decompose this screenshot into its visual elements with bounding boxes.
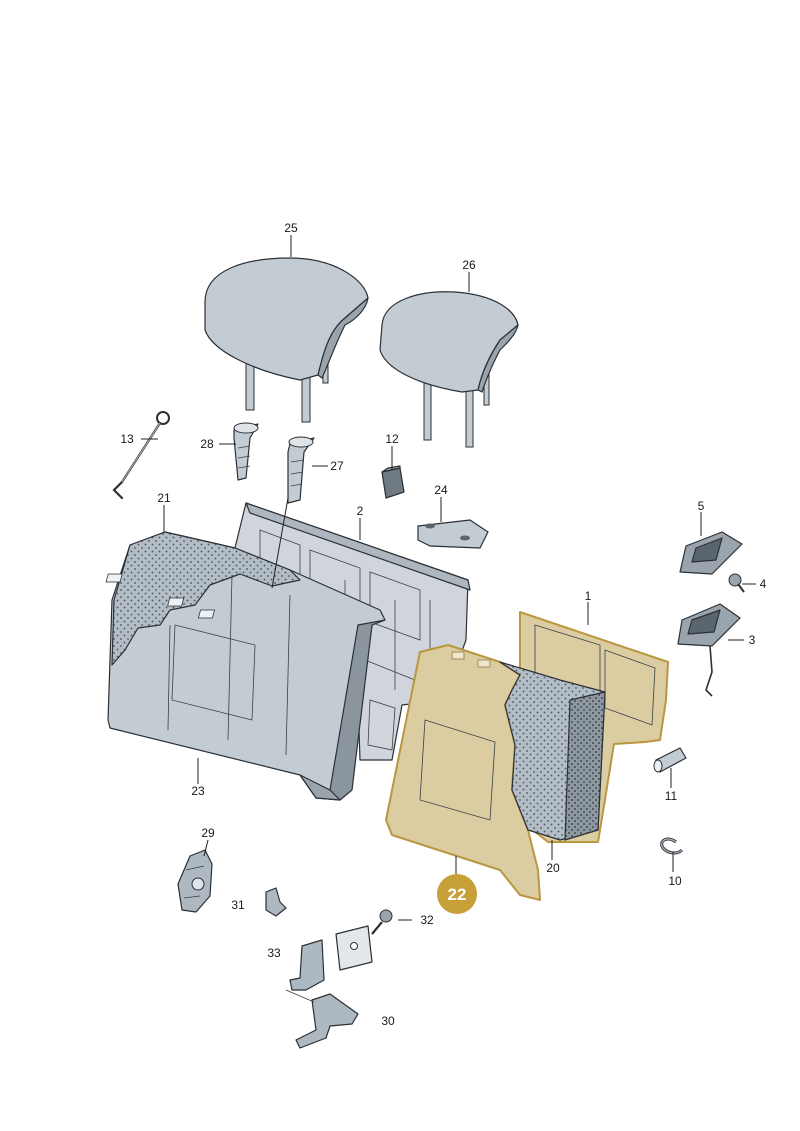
- label-24: 24: [434, 483, 448, 497]
- part-23-backrest-cushion[interactable]: [105, 531, 386, 801]
- label-1: 1: [585, 589, 592, 603]
- label-21: 21: [157, 491, 171, 505]
- part-labels: 25 26 13 28 27 12 24 21 2 5 4 1 3 23 11 …: [120, 221, 766, 1028]
- label-12: 12: [385, 432, 399, 446]
- label-26: 26: [462, 258, 476, 272]
- part-31-clip[interactable]: [265, 887, 287, 917]
- label-28: 28: [200, 437, 214, 451]
- label-30: 30: [381, 1014, 395, 1028]
- label-23: 23: [191, 784, 205, 798]
- part-25-headrest-left[interactable]: [204, 257, 369, 423]
- label-10: 10: [668, 874, 682, 888]
- label-5: 5: [698, 499, 705, 513]
- label-11: 11: [665, 789, 678, 803]
- part-10-clip[interactable]: [660, 837, 684, 855]
- badge-label-22: 22: [448, 885, 467, 904]
- label-29: 29: [201, 826, 215, 840]
- label-4: 4: [760, 577, 767, 591]
- label-13: 13: [120, 432, 134, 446]
- part-4-screw[interactable]: [728, 573, 745, 593]
- label-33: 33: [267, 946, 281, 960]
- part-32-screw[interactable]: [371, 909, 393, 935]
- part-22-backrest-cushion-right[interactable]: [385, 644, 606, 901]
- part-27-guide-sleeve[interactable]: [287, 436, 315, 504]
- label-27: 27: [330, 459, 344, 473]
- part-33-bracket[interactable]: [289, 925, 373, 991]
- part-5-release-handle[interactable]: [679, 531, 743, 575]
- leader-lines: [141, 235, 756, 921]
- label-25: 25: [284, 221, 298, 235]
- part-13-wire-rod[interactable]: [112, 411, 170, 500]
- label-2: 2: [357, 504, 364, 518]
- part-30-hinge[interactable]: [285, 989, 359, 1049]
- part-26-headrest-right[interactable]: [379, 291, 519, 448]
- part-28-guide-sleeve[interactable]: [233, 422, 259, 481]
- label-20: 20: [546, 861, 560, 875]
- label-32: 32: [420, 913, 434, 927]
- highlight-badge-22[interactable]: 22: [437, 874, 477, 914]
- part-24-cover-plate[interactable]: [417, 519, 489, 549]
- part-11-bushing[interactable]: [653, 747, 687, 773]
- part-29-hinge-cover[interactable]: [177, 849, 213, 913]
- label-31: 31: [231, 898, 245, 912]
- part-3-release-handle[interactable]: [677, 603, 741, 697]
- part-12-clip[interactable]: [381, 465, 405, 499]
- label-3: 3: [749, 633, 756, 647]
